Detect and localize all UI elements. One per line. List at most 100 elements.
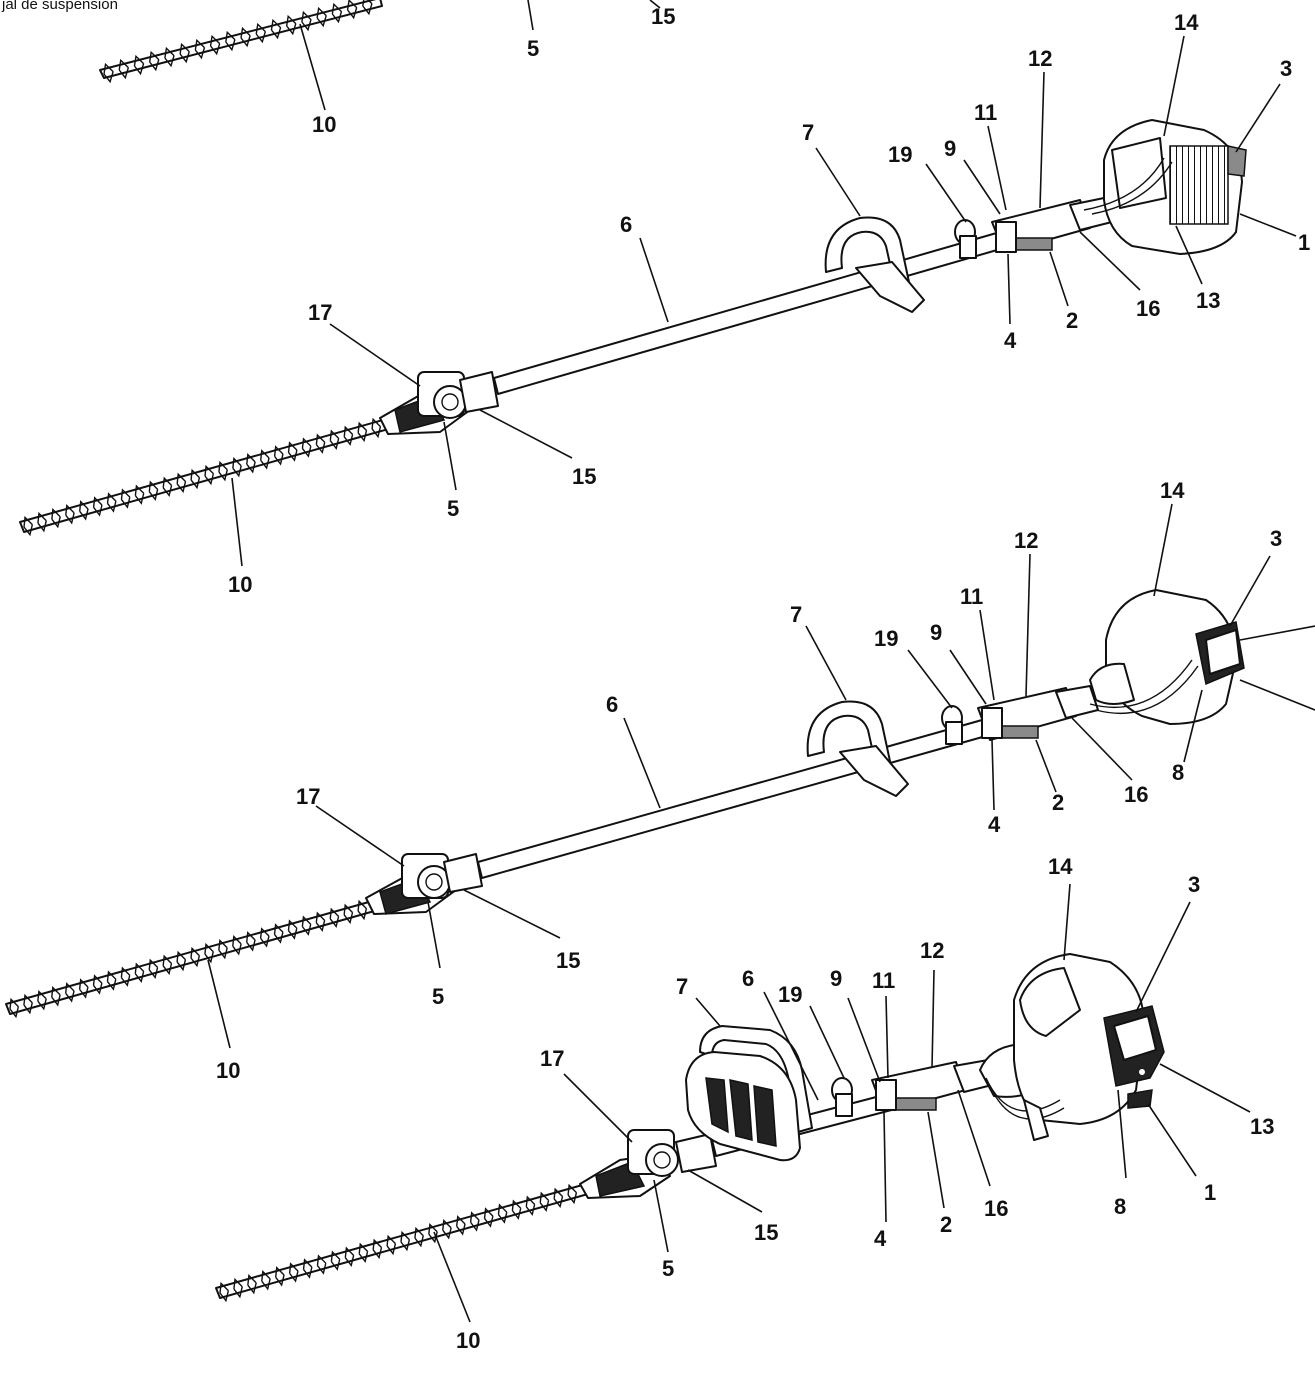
fragment-label-5: 5 — [527, 36, 539, 61]
cutter-tooth — [301, 446, 312, 458]
label-9: 9 — [944, 136, 956, 161]
cutter-tooth — [470, 1219, 480, 1232]
cutter-tooth — [347, 7, 358, 20]
cutter-tooth — [261, 1270, 271, 1282]
cutter-tooth — [330, 1250, 341, 1262]
label-5: 5 — [447, 496, 459, 521]
cutter-tooth — [329, 438, 340, 450]
cutter-tooth — [233, 1286, 243, 1299]
cutter-tooth — [343, 903, 354, 915]
cutter-tooth — [106, 500, 117, 513]
cutter-tooth — [315, 442, 326, 454]
cutter-tooth — [372, 1247, 383, 1260]
cutter-tooth — [331, 2, 342, 15]
cutter-tooth — [316, 1263, 327, 1275]
label-2: 2 — [1066, 308, 1078, 333]
label-1: 1 — [1298, 230, 1310, 255]
cutter-tooth — [315, 911, 326, 923]
cutter-tooth — [287, 449, 298, 462]
cutter-tooth — [232, 465, 242, 478]
cutter-tooth — [103, 62, 114, 75]
throttle-trigger — [1011, 237, 1053, 251]
label-6: 6 — [606, 692, 618, 717]
cutter-tooth — [190, 955, 201, 968]
cutter-tooth — [179, 42, 190, 55]
cutter-tooth — [497, 1212, 508, 1224]
cutter-tooth — [357, 899, 367, 911]
cutter-tooth — [204, 951, 214, 964]
label-8: 8 — [1172, 760, 1184, 785]
cutter-tooth — [78, 500, 89, 512]
cutter-tooth — [78, 978, 89, 990]
cutter-tooth — [164, 46, 175, 59]
cutter-tooth — [240, 26, 251, 39]
cutter-tooth — [218, 469, 228, 482]
cutter-tooth — [553, 1187, 564, 1199]
cutter-tooth — [233, 1277, 243, 1290]
cutter-tooth — [92, 496, 103, 508]
cutter-tooth — [261, 1278, 271, 1291]
cutter-tooth — [218, 947, 228, 960]
cutter-tooth — [288, 1262, 299, 1274]
label-19: 19 — [888, 142, 912, 167]
caption-text: jal de suspension — [2, 0, 118, 13]
fuel-tank — [1111, 137, 1167, 209]
drive-shaft — [477, 719, 987, 879]
label-14: 14 — [1160, 478, 1185, 503]
label-10: 10 — [456, 1328, 480, 1353]
cutter-tooth — [204, 464, 214, 477]
cutter-tooth — [371, 426, 382, 439]
label-2: 2 — [1052, 790, 1064, 815]
fragment-label-10: 10 — [312, 112, 336, 137]
cutter-tooth — [428, 1222, 438, 1235]
cutter-tooth — [120, 975, 131, 987]
cutter-tooth — [301, 437, 312, 449]
cutter-tooth — [246, 453, 256, 465]
label-16: 16 — [1124, 782, 1148, 807]
throttle-trigger — [895, 1097, 937, 1111]
label-19: 19 — [778, 982, 802, 1007]
label-17: 17 — [540, 1046, 564, 1071]
throttle-cable — [1083, 157, 1165, 211]
cutter-tooth — [247, 1273, 257, 1286]
cutter-tooth — [37, 511, 47, 524]
cutter-tooth — [120, 966, 131, 978]
label-1: 1 — [1204, 1180, 1216, 1205]
cutter-tooth — [357, 421, 368, 433]
label-6: 6 — [742, 966, 754, 991]
cutter-tooth — [23, 524, 34, 537]
cutter-tooth — [260, 457, 270, 470]
cutter-tooth — [386, 1243, 397, 1256]
cutter-tooth — [275, 1274, 285, 1287]
cutter-tooth — [133, 54, 145, 67]
fragment-leader-15 — [649, 0, 661, 9]
cutter-tooth — [270, 27, 282, 40]
cutter-tooth — [162, 963, 173, 976]
cutter-tooth — [414, 1226, 424, 1239]
cutter-tooth — [9, 1006, 20, 1019]
cutter-tooth — [232, 935, 242, 947]
cutter-tooth — [287, 441, 298, 453]
throttle-lock — [981, 707, 1003, 739]
cutter-tooth — [23, 1002, 33, 1015]
cutter-tooth — [255, 22, 266, 35]
cutter-tooth — [302, 1258, 313, 1270]
cutter-tooth — [148, 489, 159, 501]
label-9: 9 — [830, 966, 842, 991]
diagram-model-c: 1 2 3 4 5 6 7 8 9 10 11 12 13 14 15 16 1… — [215, 854, 1274, 1353]
cutter-tooth — [92, 982, 103, 995]
cylinder-cover — [1019, 967, 1081, 1037]
cutter-tooth — [287, 928, 298, 940]
cutter-tooth — [194, 38, 205, 51]
cutter-tooth — [37, 520, 47, 533]
cutter-tooth — [190, 946, 200, 959]
label-10: 10 — [216, 1058, 240, 1083]
cutter-tooth — [190, 468, 200, 480]
cutter-tooth — [285, 14, 297, 27]
cutter-tooth — [134, 962, 145, 974]
cutter-tooth — [134, 971, 145, 983]
cutter-teeth — [219, 1183, 578, 1303]
label-4: 4 — [988, 812, 1001, 837]
throttle-lock — [875, 1079, 897, 1111]
cutter-tooth — [23, 993, 33, 1006]
